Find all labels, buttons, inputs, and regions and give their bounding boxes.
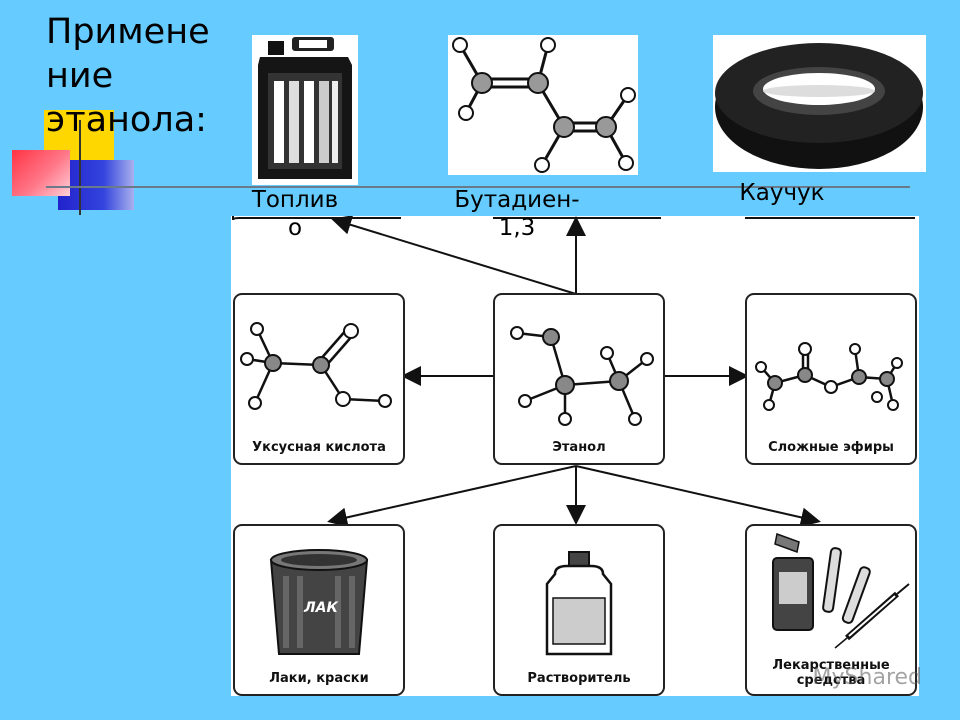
- watermark: MyShared: [812, 665, 922, 690]
- medicines-icon: [772, 532, 910, 649]
- fuel-canister-photo: [252, 35, 358, 185]
- tire-icon: [715, 43, 923, 169]
- tire-photo: [713, 35, 926, 172]
- medicines-label-line-2: средства: [796, 673, 866, 688]
- butadiene-molecule-icon: [452, 37, 636, 173]
- esters-box: Сложные эфиры: [745, 293, 917, 465]
- ethanol-diagram: Уксусная кислота Этанол: [231, 216, 919, 696]
- solvent-bottle-icon: [545, 551, 613, 656]
- varnish-label: Лаки, краски: [269, 671, 369, 686]
- varnish-can-icon: ЛАК: [269, 549, 369, 655]
- ester-molecule-icon: [755, 342, 903, 411]
- fuel-label-line-2: о: [287, 215, 303, 241]
- acetic-acid-box: Уксусная кислота: [233, 293, 405, 465]
- decor-red-square: [12, 150, 70, 196]
- acetic-acid-label: Уксусная кислота: [252, 440, 386, 455]
- title-line-1: Примене: [46, 12, 210, 52]
- rubber-label-line-1: Каучук: [739, 180, 825, 206]
- fuel-box-edge: [232, 216, 401, 221]
- ethanol-box: Этанол: [493, 293, 665, 465]
- butadiene-label: Бутадиен- 1,3: [452, 186, 582, 242]
- fuel-label: Топлив о: [240, 186, 350, 242]
- ethanol-label: Этанол: [552, 440, 606, 455]
- diagram-arrows: [232, 216, 915, 528]
- varnish-can-text: ЛАК: [303, 600, 338, 616]
- medicines-label-line-1: Лекарственные: [772, 658, 890, 673]
- acetic-acid-molecule-icon: [240, 322, 392, 410]
- title-line-3: этанола:: [46, 100, 207, 140]
- solvent-label: Растворитель: [527, 671, 631, 686]
- butadiene-label-line-1: Бутадиен-: [454, 187, 580, 213]
- decor-vertical-line: [79, 120, 81, 215]
- title-line-2: ние: [46, 56, 114, 96]
- slide-title: Примене ние этанола:: [46, 10, 216, 142]
- decor-blue-square: [58, 160, 134, 210]
- fuel-label-line-1: Топлив: [251, 187, 339, 213]
- arrow-to-varnish: [327, 465, 577, 528]
- medicines-label: Лекарственные средства: [747, 658, 915, 688]
- arrow-to-fuel: [331, 216, 577, 295]
- solvent-box: Растворитель: [493, 524, 665, 696]
- decor-horizontal-line: [46, 186, 910, 188]
- varnish-box: ЛАК Лаки, краски: [233, 524, 405, 696]
- fuel-canister-icon: [258, 37, 352, 179]
- esters-label: Сложные эфиры: [768, 440, 894, 455]
- ethanol-molecule-icon: [510, 326, 654, 426]
- arrow-to-medicines: [575, 465, 821, 528]
- medicines-box: Лекарственные средства: [745, 524, 917, 696]
- butadiene-photo: [448, 35, 638, 175]
- rubber-label: Каучук: [730, 179, 834, 207]
- butadiene-label-line-2: 1,3: [498, 215, 536, 241]
